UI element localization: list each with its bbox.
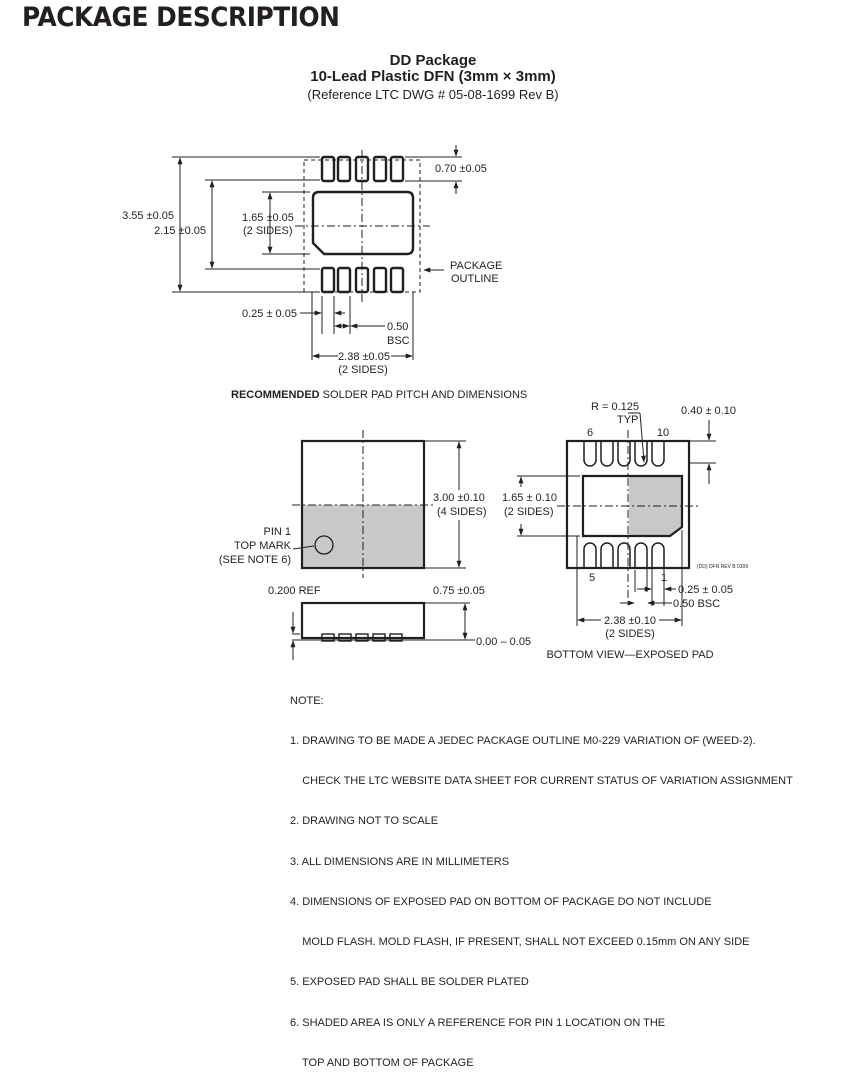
- dim-3-55: 3.55 ±0.05: [122, 210, 174, 222]
- recommended-footprint: [172, 145, 462, 360]
- dim-3-00: 3.00 ±0.10: [433, 492, 485, 504]
- dim-1-65-bottom: 1.65 ± 0.10: [502, 492, 557, 504]
- note-line: MOLD FLASH. MOLD FLASH, IF PRESENT, SHAL…: [290, 936, 750, 949]
- radius-label: R = 0.125: [591, 401, 639, 413]
- dim-0-40: 0.40 ± 0.10: [681, 405, 736, 417]
- pin-6-label: 6: [587, 427, 593, 439]
- dim-0-00: 0.00 – 0.05: [476, 636, 531, 648]
- footprint-exposed-pad: [311, 190, 415, 256]
- dim-0-25-bottom: 0.25 ± 0.05: [678, 584, 733, 596]
- package-type: 10-Lead Plastic DFN (3mm × 3mm): [310, 68, 556, 85]
- bottom-leads-top: [583, 442, 665, 467]
- bottom-leads-bottom: [583, 542, 665, 567]
- side-view-leads: [321, 633, 403, 642]
- dim-2-38: 2.38 ±0.05: [338, 351, 390, 363]
- dim-0-50-bottom: 0.50 BSC: [673, 598, 720, 610]
- bottom-view: [517, 412, 716, 626]
- footprint-pads-top: [320, 155, 405, 183]
- dim-0-70: 0.70 ±0.05: [435, 163, 487, 175]
- footprint-pads-bottom: [320, 266, 405, 294]
- dim-1-65: 1.65 ±0.05: [242, 212, 294, 224]
- dim-3-00-sides: (4 SIDES): [437, 506, 487, 518]
- pin1-label-3: (SEE NOTE 6): [219, 554, 291, 566]
- caption-rest: SOLDER PAD PITCH AND DIMENSIONS: [320, 389, 528, 401]
- recommended-caption: RECOMMENDED SOLDER PAD PITCH AND DIMENSI…: [231, 389, 527, 401]
- section-header: PACKAGE DESCRIPTION: [22, 2, 340, 33]
- dim-0-50-bsc: BSC: [387, 335, 410, 347]
- top-view: [292, 430, 466, 578]
- note-line: 2. DRAWING NOT TO SCALE: [290, 815, 439, 828]
- note-line: 5. EXPOSED PAD SHALL BE SOLDER PLATED: [290, 976, 529, 989]
- dim-2-15: 2.15 ±0.05: [154, 225, 206, 237]
- side-view-body: [300, 601, 426, 640]
- dim-1-65-bottom-sides: (2 SIDES): [504, 506, 554, 518]
- package-name: DD Package: [389, 52, 477, 69]
- dim-0-25: 0.25 ± 0.05: [242, 308, 297, 320]
- dim-0-50: 0.50: [387, 321, 408, 333]
- radius-typ: TYP: [617, 414, 638, 426]
- note-line: 3. ALL DIMENSIONS ARE IN MILLIMETERS: [290, 855, 510, 868]
- note-line: CHECK THE LTC WEBSITE DATA SHEET FOR CUR…: [290, 775, 793, 788]
- dim-1-65-sides: (2 SIDES): [243, 225, 293, 237]
- notes-heading: NOTE:: [290, 694, 324, 707]
- reference-drawing: (Reference LTC DWG # 05-08-1699 Rev B): [307, 87, 559, 102]
- notes-block: NOTE: 1. DRAWING TO BE MADE A JEDEC PACK…: [290, 668, 793, 1084]
- note-line: 1. DRAWING TO BE MADE A JEDEC PACKAGE OU…: [290, 735, 756, 748]
- exposed-pad: [581, 474, 684, 538]
- package-drawing: 3.55 ±0.05 2.15 ±0.05 1.65 ±0.05 (2 SIDE…: [122, 145, 748, 661]
- package-outline-label-1: PACKAGE: [450, 260, 502, 272]
- note-line: 6. SHADED AREA IS ONLY A REFERENCE FOR P…: [290, 1016, 666, 1029]
- dim-2-38-sides: (2 SIDES): [338, 364, 388, 376]
- dim-2-38-bottom-sides: (2 SIDES): [605, 628, 655, 640]
- bottom-view-caption: BOTTOM VIEW—EXPOSED PAD: [546, 649, 713, 661]
- pin1-label-1: PIN 1: [263, 526, 291, 538]
- pin1-label-2: TOP MARK: [234, 540, 292, 552]
- dim-2-38-bottom: 2.38 ±0.10: [604, 615, 656, 627]
- dim-0-75: 0.75 ±0.05: [433, 585, 485, 597]
- pin-10-label: 10: [657, 427, 669, 439]
- side-view: [290, 601, 475, 660]
- caption-bold: RECOMMENDED: [231, 389, 320, 401]
- pin-5-label: 5: [589, 572, 595, 584]
- pin1-mark: [314, 535, 334, 555]
- dim-0-200: 0.200 REF: [268, 585, 321, 597]
- note-line: TOP AND BOTTOM OF PACKAGE: [290, 1056, 474, 1069]
- drawing-code: (DD) DFN REV B 0309: [697, 564, 748, 570]
- package-outline-label-2: OUTLINE: [451, 273, 499, 285]
- pin-1-label: 1: [661, 572, 667, 584]
- note-line: 4. DIMENSIONS OF EXPOSED PAD ON BOTTOM O…: [290, 895, 712, 908]
